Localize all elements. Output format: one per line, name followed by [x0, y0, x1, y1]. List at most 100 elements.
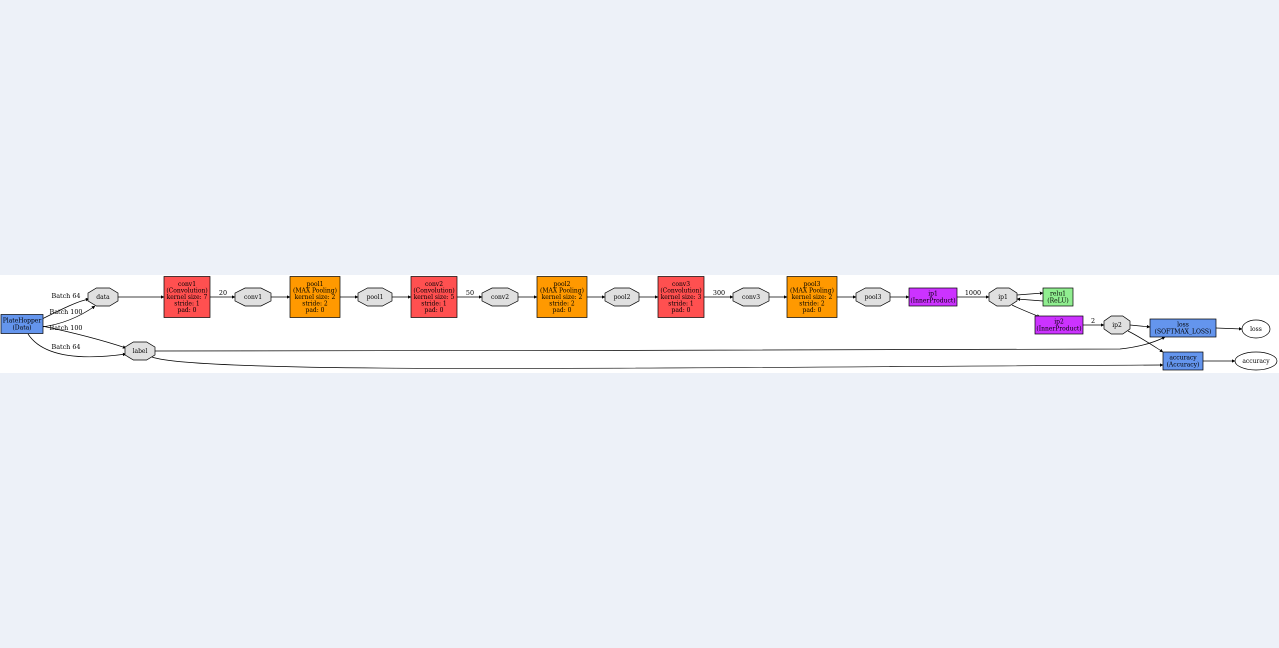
- blob-octagon: [234, 287, 272, 307]
- node-ip2_layer[interactable]: ip2(InnerProduct): [1034, 315, 1084, 335]
- blob-octagon: [357, 287, 393, 307]
- node-text-line: accuracy: [1242, 358, 1270, 365]
- node-conv2_blob: conv2: [481, 287, 519, 307]
- node-text-line: conv2: [425, 281, 443, 288]
- edge-ip2_blob-to-accuracy_layer: [1127, 330, 1164, 353]
- node-text-line: ip1: [998, 294, 1008, 301]
- node-text-line: conv1: [178, 281, 196, 288]
- node-text-line: stride: 2: [799, 301, 825, 308]
- layer-box: [163, 276, 211, 318]
- edge-label: Batch 64: [52, 343, 81, 351]
- node-ip2_blob: ip2: [1103, 315, 1131, 335]
- edge-label: 20: [219, 289, 227, 297]
- node-text-line: kernel size: 2: [295, 294, 336, 301]
- edge-label: Batch 64: [52, 292, 81, 300]
- edge-platehopper-to-label: Batch 64: [27, 333, 127, 358]
- edge-line: [1215, 327, 1243, 331]
- node-text-line: (Accuracy): [1167, 361, 1200, 368]
- node-text-line: pad: 0: [424, 307, 443, 314]
- layer-box: [0, 314, 44, 334]
- edge-platehopper-to-data: Batch 100: [41, 305, 96, 328]
- edge-line: [151, 356, 1164, 369]
- node-text-line: pool3: [865, 294, 882, 301]
- edge-label: 300: [713, 289, 725, 297]
- node-text-line: (MAX Pooling): [790, 287, 834, 294]
- node-text-line: (Data): [12, 324, 31, 331]
- node-text-line: pad: 0: [305, 307, 324, 314]
- output-ellipse: [1234, 351, 1278, 371]
- edge-ip1_blob-to-relu1_layer: [1016, 291, 1044, 296]
- blob-octagon: [87, 287, 119, 307]
- node-text-line: pad: 0: [802, 307, 821, 314]
- layer-box: [289, 276, 341, 318]
- node-relu1_layer[interactable]: relu1(ReLU): [1042, 287, 1074, 307]
- node-text-line: conv1: [244, 294, 262, 301]
- node-loss_out: loss: [1241, 319, 1271, 339]
- edge-loss_layer-to-loss_out: [1215, 327, 1243, 331]
- node-pool3_layer[interactable]: pool3(MAX Pooling)kernel size: 2stride: …: [786, 276, 838, 318]
- node-ip1_layer[interactable]: ip1(InnerProduct): [908, 287, 958, 307]
- nodes-layer: PlateHopper(Data)datalabelconv1(Convolut…: [0, 276, 1278, 371]
- edge-line: [1011, 304, 1041, 318]
- blob-octagon: [988, 287, 1018, 307]
- edge-ip1_layer-to-ip1_blob: 1000: [957, 289, 990, 299]
- blob-octagon: [481, 287, 519, 307]
- node-text-line: (InnerProduct): [910, 297, 955, 304]
- layer-box: [908, 287, 958, 307]
- node-text-line: (ReLU): [1047, 297, 1068, 304]
- node-pool1_layer[interactable]: pool1(MAX Pooling)kernel size: 2stride: …: [289, 276, 341, 318]
- edge-platehopper-to-label: Batch 100: [41, 324, 127, 349]
- node-text-line: pool1: [367, 294, 384, 301]
- node-accuracy_layer[interactable]: accuracy(Accuracy): [1162, 351, 1204, 371]
- edge-line: [1127, 330, 1164, 353]
- node-text-line: stride: 1: [668, 301, 693, 308]
- node-text-line: data: [96, 294, 110, 301]
- edge-conv2_layer-to-conv2_blob: 50: [457, 289, 483, 299]
- node-text-line: kernel size: 2: [542, 294, 583, 301]
- node-text-line: label: [133, 348, 148, 355]
- edge-label-to-loss_layer: [154, 336, 1166, 352]
- node-text-line: pad: 0: [671, 307, 690, 314]
- layer-box: [410, 276, 458, 318]
- edge-line: [27, 333, 127, 358]
- node-text-line: PlateHopper: [3, 318, 42, 325]
- node-conv2_layer[interactable]: conv2(Convolution)kernel size: 5stride: …: [410, 276, 458, 318]
- node-text-line: ip2: [1054, 319, 1064, 326]
- node-conv3_layer[interactable]: conv3(Convolution)kernel size: 3stride: …: [657, 276, 705, 318]
- node-data: data: [87, 287, 119, 307]
- node-text-line: loss: [1177, 322, 1189, 329]
- node-platehopper[interactable]: PlateHopper(Data): [0, 314, 44, 334]
- node-text-line: pad: 0: [552, 307, 571, 314]
- node-text-line: relu1: [1050, 291, 1066, 298]
- edge-ip2_layer-to-ip2_blob: 2: [1083, 317, 1105, 327]
- edge-line: [41, 297, 90, 320]
- node-ip1_blob: ip1: [988, 287, 1018, 307]
- node-conv1_layer[interactable]: conv1(Convolution)kernel size: 7stride: …: [163, 276, 211, 318]
- node-text-line: (MAX Pooling): [540, 287, 584, 294]
- node-pool2_blob: pool2: [604, 287, 640, 307]
- node-text-line: conv3: [672, 281, 690, 288]
- node-text-line: stride: 2: [549, 301, 575, 308]
- node-loss_layer[interactable]: loss(SOFTMAX_LOSS): [1149, 318, 1217, 338]
- node-text-line: (SOFTMAX_LOSS): [1155, 328, 1212, 335]
- edge-label: 1000: [965, 289, 981, 297]
- node-accuracy_out: accuracy: [1234, 351, 1278, 371]
- blob-octagon: [604, 287, 640, 307]
- edge-platehopper-to-data: Batch 64: [41, 292, 90, 320]
- layer-box: [1042, 287, 1074, 307]
- edge-conv1_layer-to-conv1_blob: 20: [210, 289, 236, 299]
- edge-ip1_blob-to-ip2_layer: [1011, 304, 1041, 318]
- blob-octagon: [124, 341, 156, 361]
- edge-line: [1016, 297, 1044, 302]
- edge-conv3_layer-to-conv3_blob: 300: [704, 289, 734, 299]
- node-text-line: accuracy: [1169, 355, 1197, 362]
- node-pool2_layer[interactable]: pool2(MAX Pooling)kernel size: 2stride: …: [536, 276, 588, 318]
- node-text-line: (Convolution): [413, 287, 454, 294]
- blob-octagon: [732, 287, 770, 307]
- layer-box: [1034, 315, 1084, 335]
- edge-line: [41, 305, 96, 328]
- edge-label: 50: [466, 289, 474, 297]
- blob-octagon: [855, 287, 891, 307]
